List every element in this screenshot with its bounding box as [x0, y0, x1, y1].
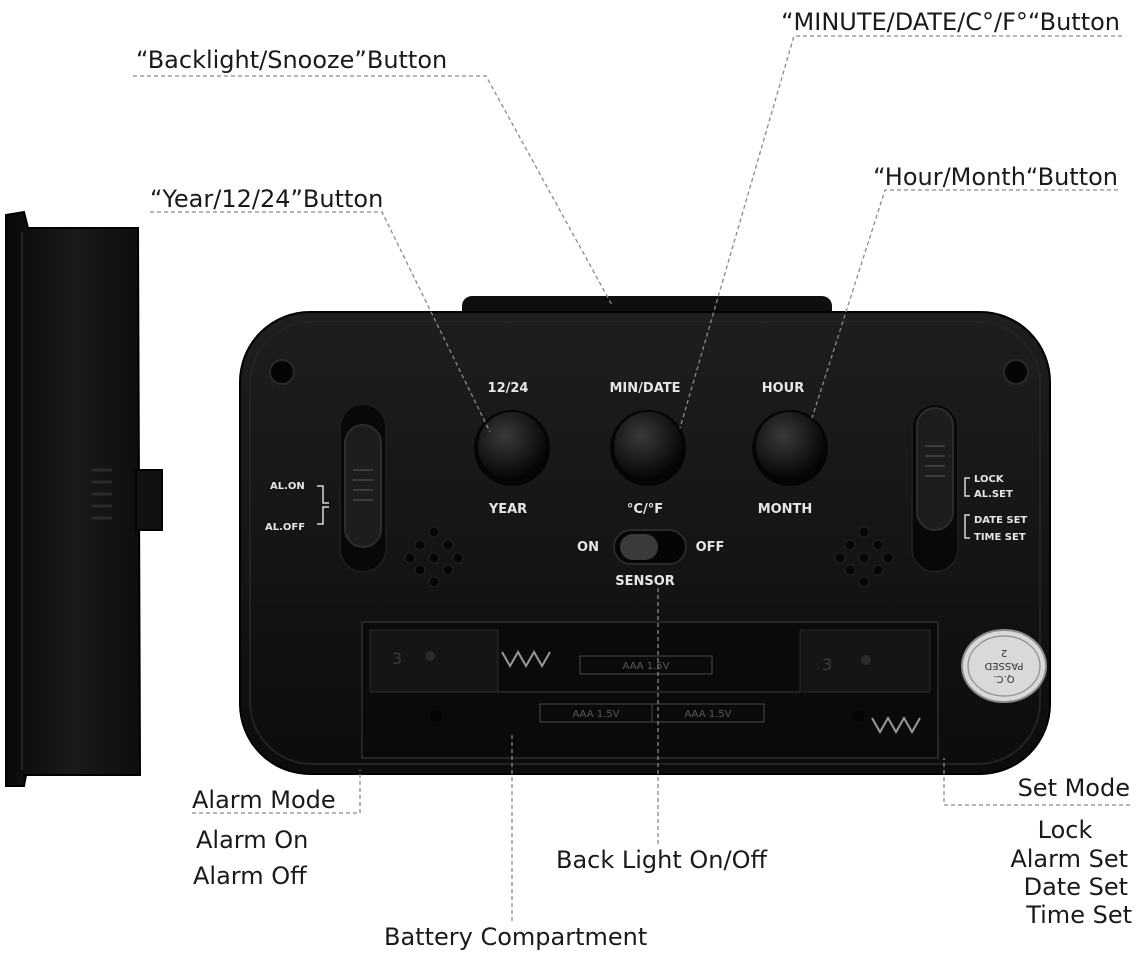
- svg-text:3: 3: [822, 655, 832, 674]
- label-hour: HOUR: [762, 381, 805, 396]
- year-1224-button[interactable]: [474, 410, 550, 486]
- label-al-on: AL.ON: [270, 481, 305, 492]
- label-sensor: SENSOR: [615, 574, 675, 589]
- screw-hole-right: [1003, 359, 1029, 385]
- callout-alarm-set: Alarm Set: [1010, 845, 1128, 873]
- label-lock: LOCK: [974, 474, 1005, 485]
- leader-alarm-mode: [192, 770, 361, 814]
- callout-minute-date: “MINUTE/DATE/C°/F°“Button: [781, 8, 1120, 36]
- sensor-switch[interactable]: [613, 529, 687, 565]
- alarm-mode-switch: [317, 403, 387, 573]
- screw-hole-left: [269, 359, 295, 385]
- callout-back-light: Back Light On/Off: [556, 846, 768, 874]
- callout-backlight-snooze: “Backlight/Snooze”Button: [136, 46, 448, 74]
- leader-hour: [811, 189, 1118, 419]
- label-month: MONTH: [758, 502, 813, 517]
- leader-year: [150, 211, 491, 433]
- set-mode-switch: [911, 403, 970, 573]
- battery-compartment: 3 3: [361, 621, 939, 759]
- label-off: OFF: [696, 540, 725, 555]
- callout-battery-compartment: Battery Compartment: [384, 923, 648, 951]
- label-on: ON: [577, 540, 599, 555]
- label-qc-number: 2: [1001, 647, 1007, 658]
- callout-alarm-mode: Alarm Mode: [192, 786, 336, 814]
- callout-time-set: Time Set: [1026, 901, 1132, 929]
- label-al-off: AL.OFF: [265, 522, 305, 533]
- callout-hour-month: “Hour/Month“Button: [873, 163, 1118, 191]
- callout-year-1224: “Year/12/24”Button: [150, 185, 384, 213]
- leader-lines: [133, 35, 1130, 922]
- callout-lock: Lock: [1037, 816, 1093, 844]
- label-battery-bottom-1: AAA 1.5V: [572, 709, 619, 720]
- callout-alarm-on: Alarm On: [196, 826, 309, 854]
- label-time-set: TIME SET: [974, 532, 1026, 543]
- label-al-set: AL.SET: [974, 489, 1013, 500]
- label-date-set: DATE SET: [974, 515, 1027, 526]
- callout-date-set: Date Set: [1023, 873, 1128, 901]
- min-date-button[interactable]: [610, 410, 686, 486]
- label-celsius-fahrenheit: °C/°F: [627, 502, 663, 517]
- label-1224: 12/24: [488, 381, 529, 396]
- svg-text:3: 3: [392, 649, 402, 668]
- callout-alarm-off: Alarm Off: [193, 862, 307, 890]
- leader-set-mode: [943, 758, 1130, 806]
- label-min-date: MIN/DATE: [610, 381, 681, 396]
- label-battery-bottom-2: AAA 1.5V: [684, 709, 731, 720]
- battery-cover: [5, 210, 163, 787]
- leader-backlight: [133, 75, 613, 306]
- label-qc: Q.C.: [993, 673, 1014, 684]
- label-battery-top: AAA 1.5V: [622, 661, 669, 672]
- speaker-grille-right: [834, 526, 894, 588]
- label-passed: PASSED: [984, 660, 1023, 671]
- speaker-grille-left: [404, 526, 464, 588]
- hour-month-button[interactable]: [752, 410, 828, 486]
- callout-set-mode: Set Mode: [1017, 774, 1130, 802]
- label-year: YEAR: [488, 502, 527, 517]
- qc-passed-sticker: [961, 629, 1047, 703]
